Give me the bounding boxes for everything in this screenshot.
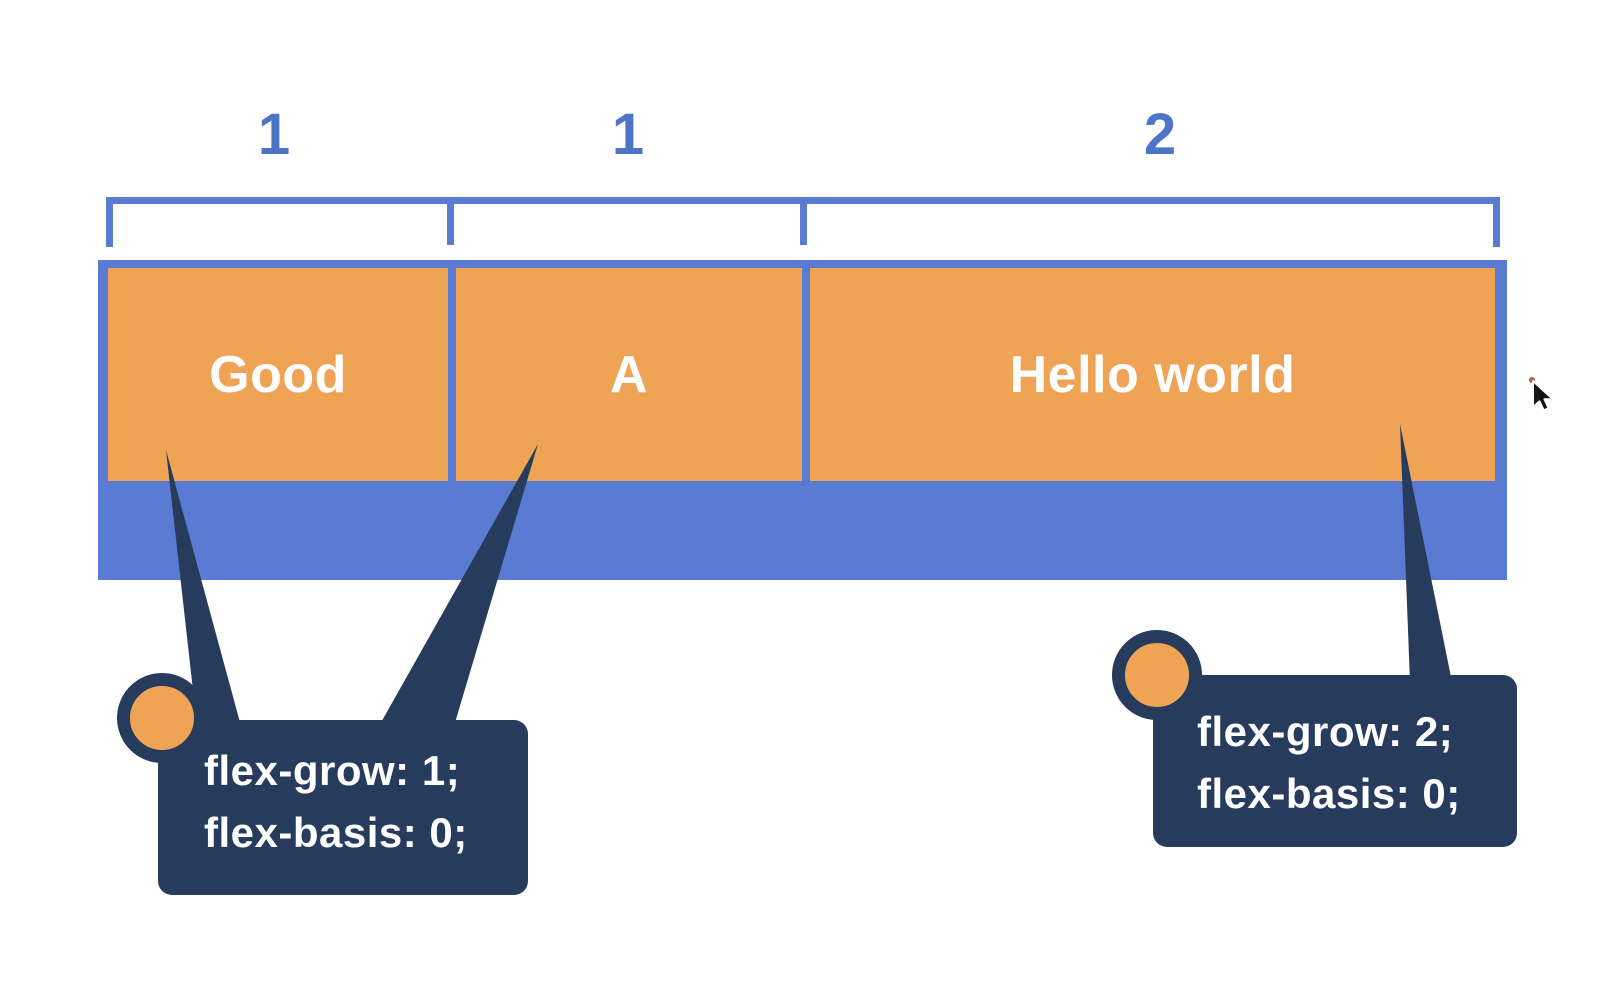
code-line: flex-grow: 2;	[1197, 708, 1454, 755]
flex-container: Good A Hello world	[98, 260, 1507, 580]
mouse-cursor-icon	[1532, 380, 1554, 412]
callout-marker-dot	[117, 673, 207, 763]
flex-item-good: Good	[108, 268, 448, 481]
ratio-label-item-2: 1	[611, 102, 645, 167]
callout-flex-grow-2: flex-grow: 2; flex-basis: 0;	[1153, 675, 1517, 847]
callout-marker-dot	[1112, 630, 1202, 720]
flex-item-label: A	[609, 345, 649, 404]
ratio-label-item-3: 2	[1143, 102, 1177, 167]
code-line: flex-basis: 0;	[204, 809, 468, 856]
code-line: flex-grow: 1;	[204, 747, 461, 794]
bracket-tick-2	[800, 197, 807, 245]
code-line: flex-basis: 0;	[1197, 770, 1461, 817]
flex-item-label: Good	[209, 345, 347, 404]
cursor-click-dot	[1529, 377, 1535, 383]
flex-item-label: Hello world	[1009, 345, 1296, 404]
callout-flex-grow-1: flex-grow: 1; flex-basis: 0;	[158, 720, 528, 895]
flex-item-hello-world: Hello world	[810, 268, 1495, 481]
bracket-tick-1	[447, 197, 454, 245]
ratio-label-item-1: 1	[257, 102, 291, 167]
flex-item-a: A	[456, 268, 802, 481]
